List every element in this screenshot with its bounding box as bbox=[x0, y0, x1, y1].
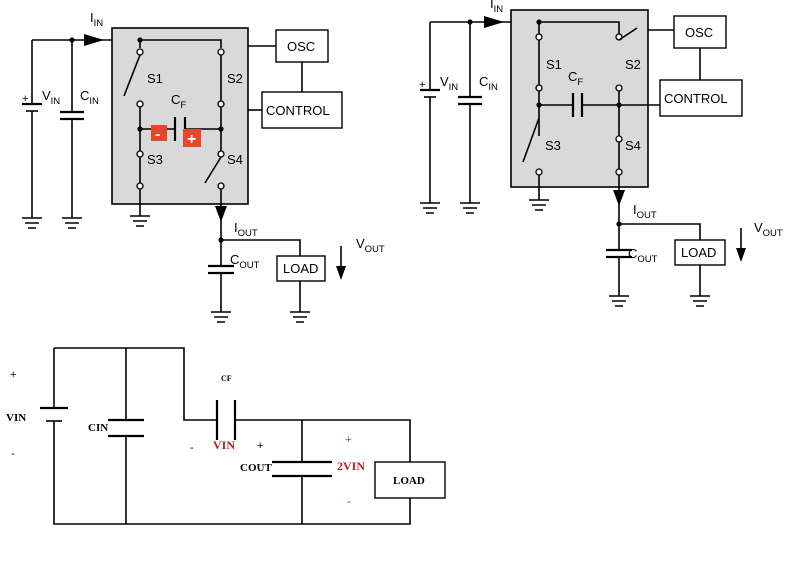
svg-text:COUT: COUT bbox=[240, 462, 272, 474]
svg-text:IOUT: IOUT bbox=[234, 220, 258, 239]
control-box-right bbox=[659, 79, 743, 117]
svg-text:VIN: VIN bbox=[440, 74, 458, 93]
svg-text:-: - bbox=[11, 448, 15, 460]
svg-text:CF: CF bbox=[221, 374, 232, 383]
svg-text:CIN: CIN bbox=[88, 422, 108, 434]
svg-text:S2: S2 bbox=[227, 71, 243, 86]
svg-text:S4: S4 bbox=[227, 152, 243, 167]
svg-text:COUT: COUT bbox=[230, 252, 260, 271]
load-box-equivalent bbox=[374, 461, 446, 499]
load-box-left bbox=[276, 255, 326, 282]
load-box-right bbox=[674, 239, 726, 266]
svg-text:IOUT: IOUT bbox=[633, 202, 657, 221]
svg-text:CONTROL: CONTROL bbox=[664, 91, 728, 106]
svg-text:LOAD: LOAD bbox=[283, 261, 318, 276]
svg-text:S1: S1 bbox=[546, 57, 562, 72]
svg-text:COUT: COUT bbox=[628, 246, 658, 265]
svg-text:CONTROL: CONTROL bbox=[266, 103, 330, 118]
svg-text:S2: S2 bbox=[625, 57, 641, 72]
svg-text:+: + bbox=[187, 131, 196, 148]
cf-plus-badge bbox=[183, 129, 201, 147]
ic-chip-left bbox=[111, 27, 249, 205]
cf-minus-badge bbox=[151, 125, 167, 141]
circuit-left: IIN + VIN CIN S1 bbox=[22, 10, 385, 323]
iout-arrow bbox=[215, 206, 227, 222]
svg-text:CF: CF bbox=[568, 69, 583, 88]
svg-text:IIN: IIN bbox=[490, 0, 503, 15]
svg-text:VIN: VIN bbox=[42, 88, 60, 107]
circuit-right: IIN + VIN CIN S1 S2 CF bbox=[419, 0, 783, 307]
svg-text:+: + bbox=[22, 93, 28, 105]
iin-arrow bbox=[84, 34, 104, 46]
svg-text:CIN: CIN bbox=[80, 88, 99, 107]
svg-text:+: + bbox=[10, 369, 16, 381]
svg-text:IIN: IIN bbox=[90, 10, 103, 29]
svg-text:LOAD: LOAD bbox=[393, 475, 425, 487]
svg-text:LOAD: LOAD bbox=[681, 245, 716, 260]
svg-text:VIN: VIN bbox=[213, 438, 235, 452]
osc-box-right bbox=[673, 15, 727, 49]
svg-text:OSC: OSC bbox=[287, 39, 315, 54]
cin-capacitor-left: CIN bbox=[60, 40, 99, 229]
svg-text:-: - bbox=[347, 494, 351, 508]
svg-text:OSC: OSC bbox=[685, 25, 713, 40]
svg-text:S4: S4 bbox=[625, 138, 641, 153]
equivalent-circuit: + VIN - CIN CF - VIN + COUT + 2VIN - LOA… bbox=[6, 347, 446, 525]
svg-text:S1: S1 bbox=[147, 71, 163, 86]
svg-text:+: + bbox=[257, 440, 263, 452]
svg-text:2VIN: 2VIN bbox=[337, 459, 365, 473]
svg-text:VIN: VIN bbox=[6, 412, 26, 424]
svg-text:CIN: CIN bbox=[479, 74, 498, 93]
vin-source-left: + VIN bbox=[22, 40, 60, 229]
svg-text:+: + bbox=[345, 432, 352, 446]
svg-text:CF: CF bbox=[171, 92, 186, 111]
svg-text:S3: S3 bbox=[545, 138, 561, 153]
svg-text:-: - bbox=[190, 442, 194, 454]
ic-chip-right bbox=[510, 9, 649, 188]
svg-text:VOUT: VOUT bbox=[356, 236, 385, 255]
svg-text:-: - bbox=[155, 126, 160, 143]
svg-text:VOUT: VOUT bbox=[754, 220, 783, 239]
svg-text:S3: S3 bbox=[147, 152, 163, 167]
svg-text:+: + bbox=[419, 79, 425, 91]
